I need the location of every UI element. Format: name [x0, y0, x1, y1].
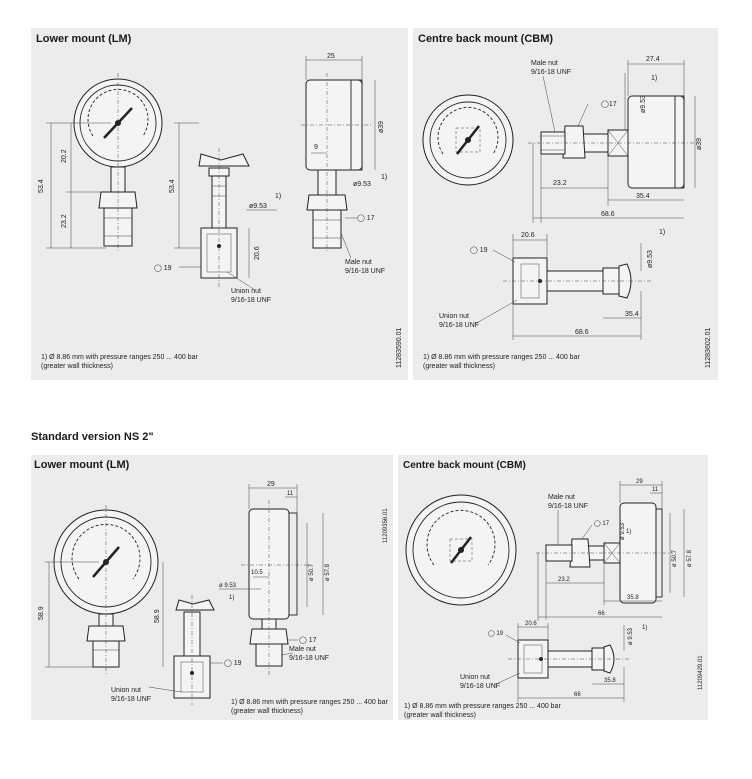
ref-note-1: 1): [275, 193, 281, 200]
label-male-nut: Male nut: [531, 60, 558, 67]
label-male-nut: Male nut: [548, 494, 575, 501]
dim-len5: 66: [574, 692, 581, 698]
dim-len4: 35.4: [625, 311, 639, 318]
label-union-nut: Union nut: [111, 687, 141, 694]
dim-case-dia: ø39: [696, 138, 703, 150]
dim-width: 29: [636, 479, 643, 485]
ref-note-1: 1): [229, 595, 234, 601]
footnote: 1) Ø 8.86 mm with pressure ranges 250 ..…: [231, 699, 388, 715]
label-male-thread: 9/16-18 UNF: [289, 655, 329, 662]
drawing-code: 11283602.01: [705, 328, 712, 368]
panel-title: Lower mount (LM): [36, 33, 132, 45]
label-male-nut: Male nut: [289, 646, 316, 653]
dim-outer-dia: ø 57.8: [325, 563, 331, 581]
panel-bottom-centre-back-mount: Centre back mount (CBM) Male nut 9/16-18…: [398, 455, 708, 720]
dim-len2: 35.4: [636, 193, 650, 200]
dim-stem-dia-2: ø 9.53: [628, 627, 634, 645]
drawing-top-cbm: Male nut 9/16-18 UNF 27.4 ø9.53 1) ◯17 ø…: [422, 56, 712, 368]
dim-nut-len: 20.6: [521, 232, 535, 239]
label-o17: ◯ 17: [357, 214, 375, 222]
dim-stem-dia: ø 9.53: [620, 522, 626, 540]
dim-height-mid: 53.4: [169, 179, 176, 193]
dim-height-left: 58.9: [38, 606, 45, 620]
label-union-thread: 9/16-18 UNF: [439, 322, 479, 329]
drawing-bottom-lm: 58.9 58.9 ◯ 19 Union nut 9/16-18 UNF 29 …: [38, 481, 389, 705]
footnote: 1) Ø 8.86 mm with pressure ranges 250 ..…: [41, 354, 198, 370]
dim-nut-height: 20.6: [254, 246, 261, 260]
footnote: 1) Ø 8.86 mm with pressure ranges 250 ..…: [423, 354, 580, 370]
label-male-thread: 9/16-18 UNF: [345, 268, 385, 275]
dim-total-height: 53.4: [38, 179, 45, 193]
label-union-nut: Union nut: [439, 313, 469, 320]
drawing-code: 11209429.01: [698, 655, 704, 690]
dim-len2: 35.8: [627, 595, 639, 601]
label-male-nut: Male nut: [345, 259, 372, 266]
dim-offset: 10.5: [251, 570, 263, 576]
dim-len3: 66: [598, 611, 605, 617]
dim-len1: 23.2: [558, 577, 570, 583]
ref-note-2: 1): [659, 229, 665, 236]
label-male-thread: 9/16-18 UNF: [531, 69, 571, 76]
label-o19: ◯ 19: [224, 659, 242, 667]
dim-upper-height: 20.2: [61, 149, 68, 163]
ref-note-1: 1): [651, 75, 657, 82]
label-o17: ◯17: [601, 100, 617, 108]
dim-stem-dia-1: ø9.53: [249, 203, 267, 210]
dim-case-dia: ø39: [378, 121, 385, 133]
label-o19: ◯ 19: [470, 246, 488, 254]
label-union-thread: 9/16-18 UNF: [460, 683, 500, 690]
label-male-thread: 9/16-18 UNF: [548, 503, 588, 510]
dim-width: 25: [327, 53, 335, 60]
dim-stem-dia: ø9.53: [640, 95, 647, 113]
drawing-top-lm: 53.4 20.2 23.2 53.4 ø9.53 1) 20.6 ◯ 19 U…: [38, 53, 403, 368]
dim-len3: 68.6: [601, 211, 615, 218]
dim-stem-dia: ø 9.53: [219, 583, 237, 589]
dim-height-mid: 58.9: [154, 609, 161, 623]
gauge-side-view: [301, 79, 371, 249]
dim-len5: 68.6: [575, 329, 589, 336]
dim-stem-dia-2: ø9.53: [647, 250, 654, 268]
drawing-code: 11283590.01: [396, 328, 403, 368]
label-o17: ◯ 17: [299, 636, 317, 644]
dim-len4: 35.8: [604, 678, 616, 684]
panel-title: Centre back mount (CBM): [418, 33, 554, 45]
panel-title: Centre back mount (CBM): [403, 460, 526, 471]
dim-inner-dia: ø 50.7: [672, 549, 678, 567]
dim-lower-height: 23.2: [61, 214, 68, 228]
gauge-side-union: [198, 153, 250, 279]
ref-note-2: 1): [381, 174, 387, 181]
dim-rim: 11: [652, 487, 659, 493]
ref-note-1: 1): [642, 625, 647, 631]
label-o17: ◯ 17: [594, 520, 610, 527]
footnote: 1) Ø 8.86 mm with pressure ranges 250 ..…: [404, 703, 561, 719]
panel-title: Lower mount (LM): [34, 459, 130, 471]
label-union-thread: 9/16-18 UNF: [111, 696, 151, 703]
dim-width: 29: [267, 481, 275, 488]
label-o19: ◯ 19: [154, 264, 172, 272]
drawing-code: 11209356.01: [383, 508, 389, 543]
label-union-thread: 9/16-18 UNF: [231, 297, 271, 304]
panel-bottom-lower-mount: Lower mount (LM) 58.9 58.9 ◯ 19 Union nu…: [31, 455, 393, 720]
label-o19: ◯ 19: [488, 630, 504, 637]
dim-inner-dia: ø 50.7: [309, 563, 315, 581]
dim-stem-offset: 9: [314, 144, 318, 151]
dim-stem-dia-2: ø9.53: [353, 181, 371, 188]
dim-rim: 11: [287, 491, 294, 497]
label-union-nut: Union nut: [231, 288, 261, 295]
section-title: Standard version NS 2": [31, 431, 154, 443]
label-union-nut: Union nut: [460, 674, 490, 681]
dim-len1: 23.2: [553, 180, 567, 187]
ref-note-2: 1): [626, 529, 631, 535]
dim-outer-dia: ø 57.8: [687, 549, 693, 567]
dim-width: 27.4: [646, 56, 660, 63]
dim-nut-len: 20.6: [525, 621, 537, 627]
panel-top-centre-back-mount: Centre back mount (CBM) Male nut 9/16-18…: [413, 28, 718, 380]
drawing-bottom-cbm: Male nut 9/16-18 UNF 29 11 ◯ 17 ø 9.53 ø…: [405, 479, 704, 702]
panel-top-lower-mount: Lower mount (LM) 53.4 20.2 23.2: [31, 28, 408, 380]
